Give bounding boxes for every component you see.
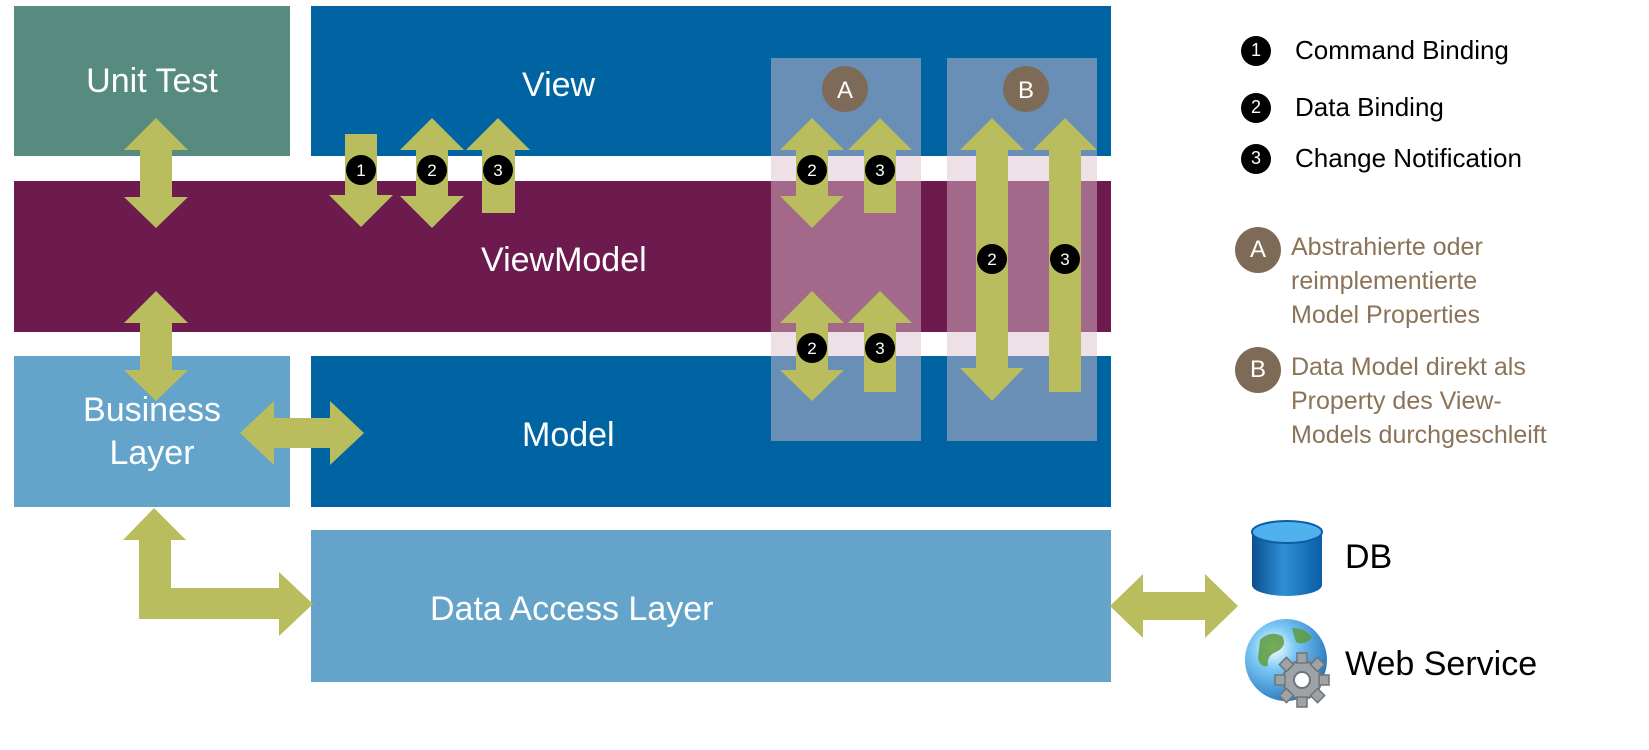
svg-text:1: 1 xyxy=(356,161,365,180)
svg-text:3: 3 xyxy=(875,339,884,358)
legend-label-change-notification: Change Notification xyxy=(1295,143,1522,173)
legend-variant-b-marker: B xyxy=(1235,347,1281,393)
viewmodel-block: ViewModel xyxy=(14,181,1111,332)
legend-variant-b-line2: Property des View- xyxy=(1291,387,1502,415)
legend-label-data-binding: Data Binding xyxy=(1295,92,1444,122)
overlay-a-marker: A xyxy=(822,66,868,112)
data-access-layer-block: Data Access Layer xyxy=(311,530,1111,682)
legend-variant-b-line3: Models durchgeschleift xyxy=(1291,421,1547,449)
arrow-dal-external xyxy=(1110,574,1238,638)
view-label: View xyxy=(522,66,596,104)
legend-number-1: 1 xyxy=(1241,35,1271,66)
business-layer-label-line1: Business xyxy=(83,391,221,429)
overlay-b-marker: B xyxy=(1003,66,1049,112)
legend-variant-b-line1: Data Model direkt als xyxy=(1291,353,1526,381)
legend-variant-a-line2: reimplementierte xyxy=(1291,267,1478,295)
arrow-unittest-viewmodel xyxy=(124,118,188,228)
svg-text:A: A xyxy=(837,77,853,104)
unit-test-label: Unit Test xyxy=(86,61,218,100)
marker-b-data: 2 xyxy=(977,244,1007,274)
svg-text:3: 3 xyxy=(493,161,502,180)
web-service-label: Web Service xyxy=(1345,645,1538,683)
marker-command-binding: 1 xyxy=(346,155,376,185)
legend-variant-a-text: Abstrahierte oder reimplementierte Model… xyxy=(1291,230,1483,332)
model-label: Model xyxy=(522,416,615,454)
marker-a-bottom-change: 3 xyxy=(865,333,895,363)
legend-variant-b-text: Data Model direkt als Property des View-… xyxy=(1291,350,1547,452)
svg-text:B: B xyxy=(1018,77,1034,104)
legend-variant-a-line1: Abstrahierte oder xyxy=(1291,233,1483,261)
legend-item-command-binding: 1 Command Binding xyxy=(1241,35,1509,66)
arrow-business-model xyxy=(240,401,364,465)
svg-text:2: 2 xyxy=(807,161,816,180)
db-label: DB xyxy=(1345,538,1393,576)
viewmodel-label: ViewModel xyxy=(481,241,647,279)
legend-number-2: 2 xyxy=(1241,92,1271,123)
globe-gear-icon xyxy=(1245,619,1330,708)
svg-text:2: 2 xyxy=(427,161,436,180)
marker-b-change: 3 xyxy=(1050,244,1080,274)
svg-text:3: 3 xyxy=(1060,250,1069,269)
marker-a-bottom-data: 2 xyxy=(797,333,827,363)
database-cylinder-icon xyxy=(1251,520,1323,596)
legend-item-data-binding: 2 Data Binding xyxy=(1241,92,1444,123)
marker-change-notification: 3 xyxy=(483,155,513,185)
svg-text:2: 2 xyxy=(807,339,816,358)
data-access-layer-label: Data Access Layer xyxy=(430,590,714,628)
svg-text:2: 2 xyxy=(987,250,996,269)
arrow-business-dal xyxy=(123,508,313,636)
arrow-viewmodel-business xyxy=(124,291,188,401)
legend-number-3: 3 xyxy=(1241,143,1271,174)
marker-a-top-change: 3 xyxy=(865,155,895,185)
marker-data-binding: 2 xyxy=(417,155,447,185)
business-layer-label-line2: Layer xyxy=(109,433,195,472)
marker-a-top-data: 2 xyxy=(797,155,827,185)
svg-text:3: 3 xyxy=(875,161,884,180)
legend-variant-a-marker: A xyxy=(1235,227,1281,273)
legend-label-command-binding: Command Binding xyxy=(1295,35,1509,65)
legend-variant-a-line3: Model Properties xyxy=(1291,301,1480,329)
legend-item-change-notification: 3 Change Notification xyxy=(1241,143,1522,174)
